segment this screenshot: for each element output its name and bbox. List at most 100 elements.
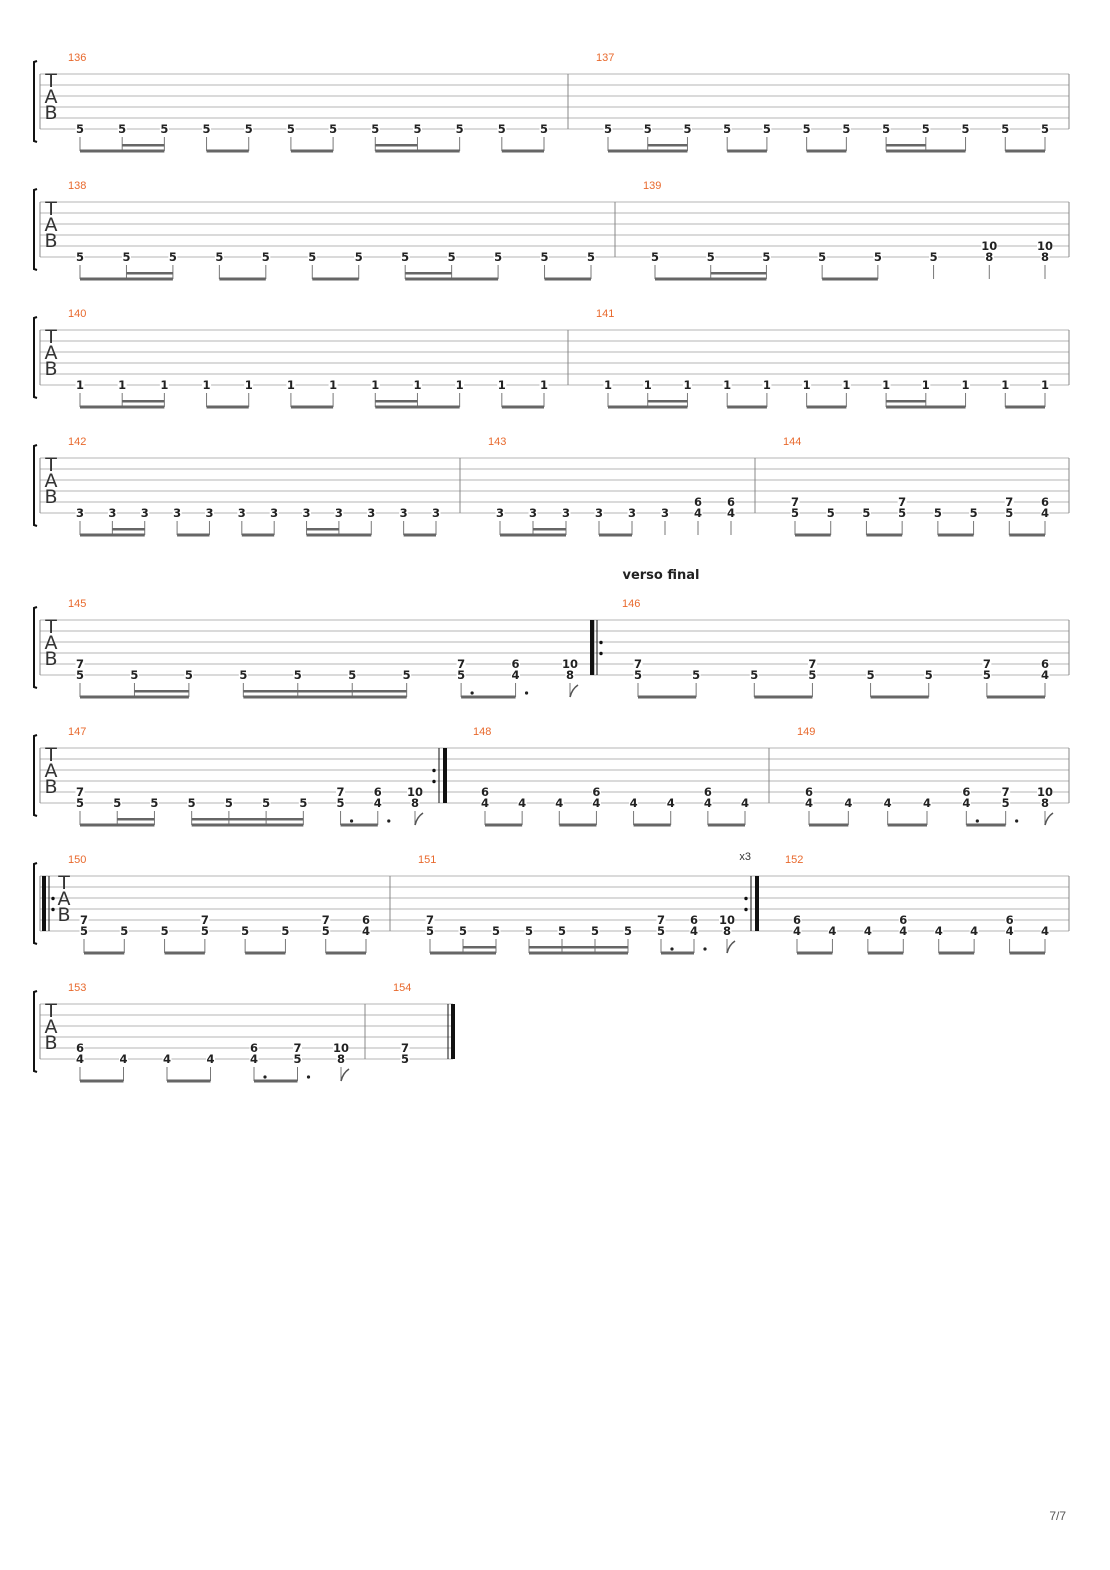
tab-note: 4 [827, 924, 837, 953]
fret-bg [455, 123, 465, 134]
fret-number: 7 [322, 913, 330, 927]
tab-note: 75 [656, 913, 674, 953]
fret-bg [933, 507, 943, 518]
fret-number: 3 [141, 506, 149, 520]
beam [727, 149, 767, 153]
beam [806, 149, 847, 153]
fret-bg [643, 123, 653, 134]
secondary-beam [243, 690, 298, 693]
tab-clef-t: T [44, 70, 57, 92]
fret-number: 8 [985, 250, 993, 264]
fret-bg [1004, 507, 1014, 518]
tab-note: 108 [1037, 785, 1054, 826]
beam [191, 823, 304, 827]
repeat-dot [744, 907, 748, 912]
tab-note: 5 [112, 796, 122, 825]
fret-bg [656, 914, 666, 925]
tab-note: 5 [540, 250, 550, 279]
fret-number: 1 [329, 378, 337, 392]
fret-bg [656, 925, 666, 936]
tab-note: 1 [202, 378, 212, 407]
tab-note: 4 [922, 796, 932, 825]
fret-bg [761, 251, 771, 262]
tab-note: 64 [373, 785, 391, 825]
measure-number: 152 [785, 854, 803, 866]
tab-note: 5 [75, 122, 85, 151]
tab-clef-b: B [44, 486, 57, 508]
tab-note: 1 [802, 378, 812, 407]
fret-bg [969, 925, 979, 936]
tab-note: 64 [961, 785, 979, 825]
fret-bg [334, 507, 344, 518]
beam [206, 149, 249, 153]
fret-bg [112, 797, 122, 808]
tab-note: 4 [554, 796, 564, 825]
tab-note: 5 [370, 122, 380, 151]
fret-bg [162, 1053, 172, 1064]
fret-number: 7 [898, 495, 906, 509]
fret-bg [204, 507, 214, 518]
fret-number: 4 [884, 796, 892, 810]
fret-number: 5 [169, 250, 177, 264]
fret-number: 5 [494, 250, 502, 264]
tab-note: 5 [924, 668, 934, 697]
fret-number: 4 [1041, 924, 1049, 938]
fret-bg [1040, 507, 1050, 518]
fret-number: 5 [426, 924, 434, 938]
tab-note: 4 [934, 924, 944, 953]
tab-note: 64 [249, 1041, 267, 1081]
fret-number: 6 [704, 785, 712, 799]
fret-number: 6 [1041, 495, 1049, 509]
repeat-dot [432, 768, 436, 773]
tab-note: 5 [929, 250, 939, 279]
beam [754, 695, 813, 699]
fret-bg [881, 123, 891, 134]
tab-clef-t: T [44, 744, 57, 766]
tab-note: 5 [307, 250, 317, 279]
fret-number: 1 [76, 378, 84, 392]
fret-bg [410, 797, 420, 808]
beam [501, 149, 544, 153]
fret-number: 5 [225, 796, 233, 810]
fret-number: 5 [201, 924, 209, 938]
measure-number: 143 [488, 436, 506, 448]
tab-note: 5 [202, 122, 212, 151]
fret-bg [703, 797, 713, 808]
fret-bg [159, 123, 169, 134]
tab-clef-a: A [45, 214, 58, 236]
fret-bg [107, 507, 117, 518]
fret-bg [493, 251, 503, 262]
fret-number: 5 [983, 668, 991, 682]
tab-note: 5 [861, 506, 871, 535]
tab-note: 64 [726, 495, 736, 535]
fret-number: 5 [867, 668, 875, 682]
beam [290, 149, 334, 153]
beam [219, 277, 266, 281]
measure-number: 145 [68, 598, 86, 610]
fret-bg [726, 496, 736, 507]
repeat-count: x3 [739, 851, 751, 863]
tab-note: 5 [603, 122, 613, 151]
fret-bg [321, 914, 331, 925]
tab-note: 5 [240, 924, 250, 953]
tab-note: 3 [495, 506, 505, 535]
fret-number: 5 [371, 122, 379, 136]
tab-note: 5 [400, 250, 410, 279]
fret-number: 4 [512, 668, 520, 682]
fret-bg [1040, 925, 1050, 936]
fret-number: 5 [150, 796, 158, 810]
tab-note: 4 [969, 924, 979, 953]
fret-bg [1005, 925, 1015, 936]
note-flag [726, 940, 736, 954]
fret-bg [1000, 123, 1010, 134]
fret-bg [726, 507, 736, 518]
fret-bg [689, 914, 699, 925]
fret-bg [117, 379, 127, 390]
fret-number: 5 [808, 668, 816, 682]
fret-number: 6 [690, 913, 698, 927]
fret-number: 5 [862, 506, 870, 520]
secondary-beam [647, 400, 688, 403]
fret-bg [807, 669, 817, 680]
